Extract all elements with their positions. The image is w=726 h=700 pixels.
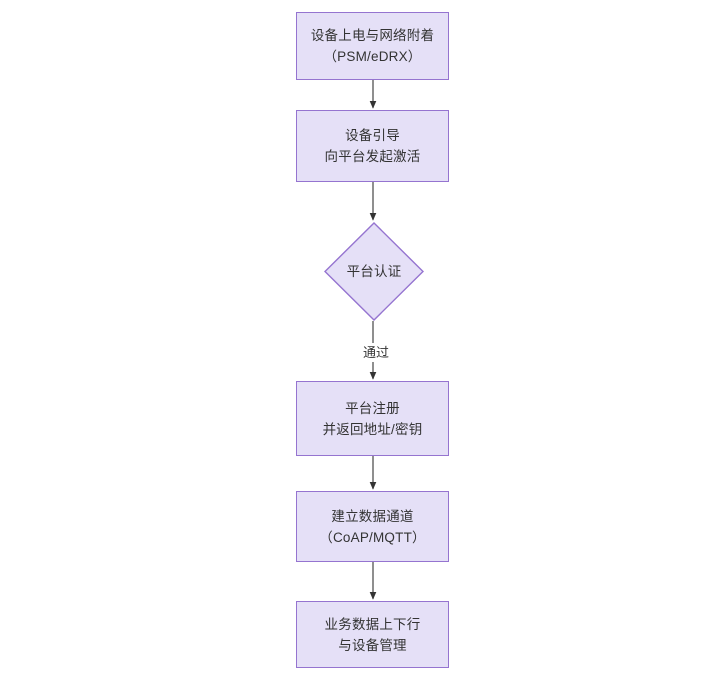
node-data-channel[interactable]: 建立数据通道 （CoAP/MQTT） <box>296 491 449 562</box>
node-business-data-label: 业务数据上下行 与设备管理 <box>324 616 421 653</box>
node-power-on[interactable]: 设备上电与网络附着 （PSM/eDRX） <box>296 12 449 80</box>
node-data-channel-label: 建立数据通道 （CoAP/MQTT） <box>319 508 426 545</box>
node-business-data[interactable]: 业务数据上下行 与设备管理 <box>296 601 449 668</box>
node-bootstrap-label: 设备引导 向平台发起激活 <box>324 128 421 164</box>
node-platform-register[interactable]: 平台注册 并返回地址/密钥 <box>296 381 449 456</box>
node-power-on-label: 设备上电与网络附着 （PSM/eDRX） <box>310 28 435 64</box>
diamond-shape-icon <box>324 222 424 321</box>
node-platform-auth[interactable]: 平台认证 <box>324 222 424 321</box>
node-platform-auth-label: 平台认证 <box>346 264 402 279</box>
node-bootstrap[interactable]: 设备引导 向平台发起激活 <box>296 110 449 182</box>
edge-label-pass: 通过 <box>355 343 397 362</box>
edge-label-pass-text: 通过 <box>362 345 389 360</box>
node-platform-register-label: 平台注册 并返回地址/密钥 <box>322 400 423 437</box>
